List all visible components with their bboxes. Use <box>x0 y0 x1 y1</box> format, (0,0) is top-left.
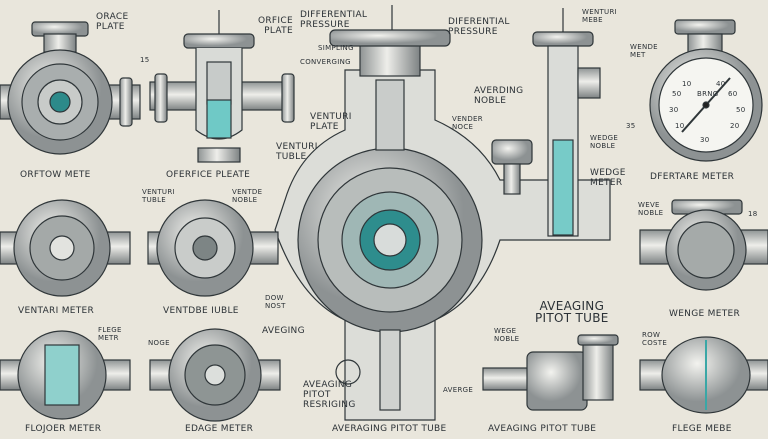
label-aveaging-pitot-tube-2: AVEAGING PITOT TUBE <box>488 424 597 434</box>
gauge-tick: 50 <box>672 90 682 98</box>
gauge-tick: 20 <box>730 122 740 130</box>
label-ventdbe-iuble: VENTDBE IUBLE <box>163 306 239 316</box>
gauge-tick: 30 <box>669 106 679 114</box>
callout-15: 15 <box>140 56 150 64</box>
ventdbe-tuble-drawing <box>147 199 279 297</box>
gauge-tick: 10 <box>675 122 685 130</box>
label-ventari-meter: VENTARI METER <box>18 306 95 316</box>
gauge-tick: 40 <box>716 80 726 88</box>
orifice-meter-drawing <box>0 21 141 155</box>
wenge-meter-drawing <box>639 199 768 291</box>
callout-35: 35 <box>626 122 636 130</box>
pitot-symbol <box>335 359 361 385</box>
label-flojoer-meter: FLOJOER METER <box>25 424 102 434</box>
label-oferfice-pleate: OFERFICE PLEATE <box>166 170 251 180</box>
gauge-tick: 30 <box>700 136 710 144</box>
label-flege-mebe: FLEGE MEBE <box>672 424 732 434</box>
label-wenge-meter: WENGE METER <box>669 309 741 319</box>
label-edage-meter: EDAGE METER <box>185 424 254 434</box>
wenturi-tube-drawing <box>491 8 601 237</box>
label-averge: AVERGE <box>443 386 474 394</box>
averaging-pitot-tube-drawing <box>482 334 619 411</box>
label-dfertare-meter: DFERTARE METER <box>650 172 735 182</box>
flege-mebe-drawing <box>639 336 768 414</box>
label-converging: CONVERGING <box>300 58 351 66</box>
gauge-tick: 60 <box>728 90 738 98</box>
gauge-tick: 50 <box>736 106 746 114</box>
ventari-meter-drawing <box>0 199 131 297</box>
gauge-tick: 10 <box>682 80 692 88</box>
gauge-brand: BRNG <box>697 90 719 98</box>
label-noge: NOGE <box>148 339 170 347</box>
orifice-plate-drawing <box>149 10 295 163</box>
label-orftow-mete: ORFTOW METE <box>20 170 91 180</box>
differential-pressure-assembly-drawing <box>274 5 611 421</box>
label-aveging: AVEGING <box>262 326 305 336</box>
label-simpling: SIMPLING <box>318 44 354 52</box>
label-averaging-pitot-tube: AVERAGING PITOT TUBE <box>332 424 447 434</box>
callout-18: 18 <box>748 210 758 218</box>
edage-meter-drawing <box>149 328 281 422</box>
pressure-gauge-drawing <box>649 19 763 162</box>
flojoer-meter-drawing <box>0 330 131 420</box>
